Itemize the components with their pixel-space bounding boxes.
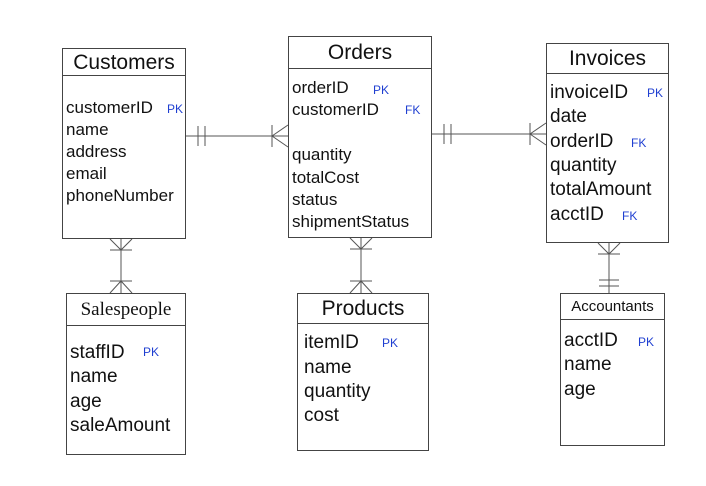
entity-accountants: Accountants acctID PK name age [560,293,665,446]
fk-badge: FK [405,103,421,117]
entity-title: Orders [289,37,431,69]
attribute-shipmentstatus: shipmentStatus [292,212,410,231]
attribute-name: name [304,357,352,378]
attribute-quantity: quantity [292,145,352,164]
entity-title: Accountants [561,294,664,320]
rel-invoices-accountants [597,242,621,293]
fk-badge: FK [631,136,647,150]
attribute-acctid: acctID [564,330,618,351]
attribute-address: address [66,142,127,161]
entity-invoices: Invoices invoiceID PK date orderID FK qu… [546,43,669,243]
entity-products: Products itemID PK name quantity cost [297,293,429,451]
attribute-name: name [564,354,612,375]
attribute-email: email [66,164,107,183]
attribute-staffid: staffID [70,342,125,363]
attribute-age: age [70,391,102,412]
rel-orders-products [349,237,373,294]
pk-badge: PK [647,86,664,100]
pk-badge: PK [143,345,160,359]
attribute-name: name [66,120,109,139]
attribute-name: name [70,366,118,387]
entity-title: Invoices [547,44,668,74]
attribute-quantity: quantity [550,155,617,176]
attribute-totalamount: totalAmount [550,179,652,200]
attribute-acctid: acctID [550,204,604,225]
attribute-itemid: itemID [304,332,359,353]
attribute-cost: cost [304,405,339,426]
pk-badge: PK [382,336,399,350]
rel-orders-invoices [432,122,547,146]
attribute-quantity: quantity [304,381,371,402]
attribute-phonenumber: phoneNumber [66,186,174,205]
entity-title: Salespeople [67,294,185,326]
entity-salespeople: Salespeople staffID PK name age saleAmou… [66,293,186,455]
attribute-date: date [550,106,587,127]
attribute-customerid: customerID [292,100,379,119]
pk-badge: PK [167,102,184,116]
pk-badge: PK [373,83,390,97]
entity-customers: Customers customerID PK name address ema… [62,48,186,239]
attribute-customerid: customerID [66,98,153,117]
attribute-invoiceid: invoiceID [550,82,629,103]
entity-title: Customers [63,49,185,76]
attribute-saleamount: saleAmount [70,415,171,436]
rel-customers-salespeople [109,238,133,294]
entity-title: Products [298,294,428,324]
attribute-totalcost: totalCost [292,168,360,187]
attribute-orderid: orderID [292,78,349,97]
pk-badge: PK [638,335,655,349]
attribute-orderid: orderID [550,131,614,152]
entity-orders: Orders orderID PK customerID FK quantity… [288,36,432,238]
attribute-status: status [292,190,338,209]
fk-badge: FK [622,209,638,223]
rel-customers-orders [186,124,289,148]
attribute-age: age [564,379,596,400]
